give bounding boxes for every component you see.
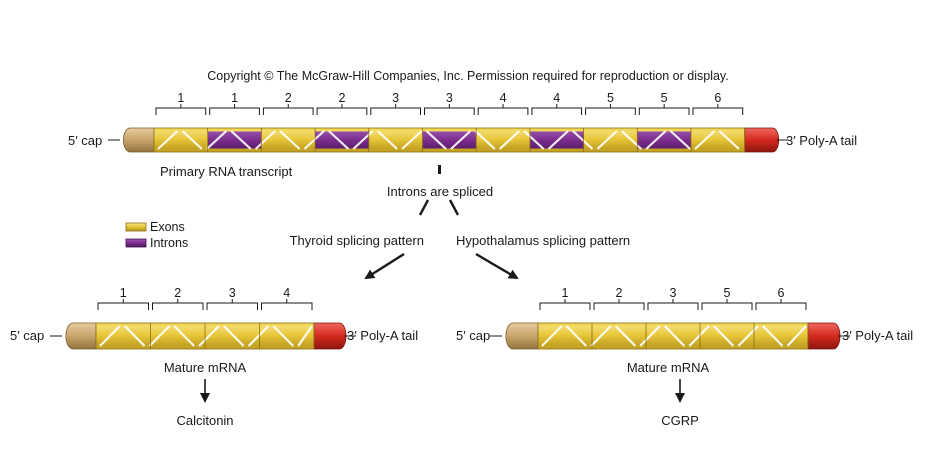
- primary-bracket: [316, 107, 368, 115]
- primary-bracket: [424, 107, 475, 115]
- legend-exon-swatch: [125, 222, 147, 232]
- hypothalamus-exon-3: [646, 323, 700, 349]
- thyroid-pattern-label: Thyroid splicing pattern: [290, 233, 424, 248]
- primary-bracket: [638, 107, 690, 115]
- thyroid-segment-number: 2: [174, 286, 181, 300]
- primary-intron-3: [422, 128, 477, 152]
- hypothalamus-bottom-rim: [538, 345, 808, 349]
- primary-rna-transcript: 1 1 2 2 3 3 4 4 5 5 6: [108, 91, 789, 153]
- hypothalamus-bracket: [647, 302, 699, 310]
- primary-segment-number: 2: [285, 91, 292, 105]
- hypothalamus-arrow: [475, 252, 519, 280]
- primary-bracket: [692, 107, 744, 115]
- hypothalamus-pattern-label: Hypothalamus splicing pattern: [456, 233, 630, 248]
- primary-bracket: [262, 107, 314, 115]
- primary-segment-number: 4: [500, 91, 507, 105]
- primary-segment-number: 5: [661, 91, 668, 105]
- hypothalamus-segment-number: 5: [724, 286, 731, 300]
- hypothalamus-bracket: [593, 302, 645, 310]
- thyroid-bracket: [206, 302, 258, 310]
- poly-a-label-thyroid: 3′ Poly-A tail: [347, 328, 418, 343]
- splice-marker: [438, 165, 441, 174]
- hypothalamus-bracket: [701, 302, 753, 310]
- legend: Exons Introns: [125, 220, 188, 250]
- poly-a-label-hypothalamus: 3′ Poly-A tail: [842, 328, 913, 343]
- primary-bracket: [209, 107, 260, 115]
- primary-poly-a-tail: [744, 127, 780, 153]
- split-line-right: [448, 199, 460, 216]
- primary-exon-6: [691, 128, 745, 152]
- thyroid-poly-a-tail: [313, 322, 347, 350]
- legend-intron-swatch: [125, 238, 147, 248]
- legend-exons-label: Exons: [150, 220, 185, 234]
- thyroid-mature-mrna: 1 2 3 4: [50, 286, 356, 350]
- hypothalamus-top-rim: [538, 323, 808, 327]
- primary-bottom-rim: [154, 148, 745, 152]
- thyroid-bracket: [97, 302, 149, 310]
- primary-transcript-label: Primary RNA transcript: [160, 164, 293, 179]
- hypothalamus-helix: [541, 325, 807, 347]
- primary-top-rim: [154, 128, 745, 132]
- cgrp-label: CGRP: [661, 413, 699, 428]
- primary-segment-number: 6: [714, 91, 721, 105]
- thyroid-exon-1: [96, 323, 151, 349]
- thyroid-five-prime-cap: [65, 322, 97, 350]
- primary-exon-1: [154, 128, 208, 152]
- split-line-left: [418, 199, 430, 216]
- primary-bracket: [477, 107, 529, 115]
- splice-label: Introns are spliced: [387, 184, 493, 199]
- five-cap-label-primary: 5′ cap: [68, 133, 102, 148]
- five-cap-label-hypothalamus: 5′ cap: [456, 328, 490, 343]
- hypothalamus-segment-number: 6: [778, 286, 785, 300]
- hypothalamus-poly-a-tail: [807, 322, 841, 350]
- copyright-notice: Copyright © The McGraw-Hill Companies, I…: [207, 69, 728, 83]
- thyroid-segment-number: 3: [229, 286, 236, 300]
- primary-five-prime-cap: [123, 127, 155, 153]
- thyroid-segment-number: 4: [283, 286, 290, 300]
- thyroid-outline: [95, 322, 315, 350]
- primary-outline: [153, 127, 746, 153]
- primary-segment-number: 2: [338, 91, 345, 105]
- poly-a-label-primary: 3′ Poly-A tail: [786, 133, 857, 148]
- thyroid-mrna-label: Mature mRNA: [164, 360, 247, 375]
- primary-bracket: [155, 107, 207, 115]
- hypothalamus-mrna-label: Mature mRNA: [627, 360, 710, 375]
- primary-helix: [157, 130, 740, 150]
- primary-bracket: [531, 107, 583, 115]
- primary-bracket: [370, 107, 421, 115]
- hypothalamus-exon-1: [538, 323, 592, 349]
- hypothalamus-bracket: [755, 302, 807, 310]
- primary-segment-number: 3: [446, 91, 453, 105]
- primary-segment-number: 1: [177, 91, 184, 105]
- primary-segment-number: 3: [392, 91, 399, 105]
- hypothalamus-mature-mrna: 1 2 3 5 6: [490, 286, 850, 350]
- thyroid-arrow: [364, 252, 405, 280]
- calcitonin-label: Calcitonin: [176, 413, 233, 428]
- legend-introns-label: Introns: [150, 236, 188, 250]
- five-cap-label-thyroid: 5′ cap: [10, 328, 44, 343]
- hypothalamus-five-prime-cap: [505, 322, 539, 350]
- hypothalamus-segment-number: 3: [670, 286, 677, 300]
- primary-segment-number: 5: [607, 91, 614, 105]
- thyroid-bracket: [261, 302, 313, 310]
- thyroid-helix: [99, 325, 313, 347]
- primary-bracket: [585, 107, 636, 115]
- hypothalamus-segment-number: 1: [562, 286, 569, 300]
- primary-segment-number: 1: [231, 91, 238, 105]
- primary-segment-number: 4: [553, 91, 560, 105]
- hypothalamus-bracket: [539, 302, 591, 310]
- thyroid-bracket: [152, 302, 204, 310]
- thyroid-segment-number: 1: [120, 286, 127, 300]
- hypothalamus-segment-number: 2: [616, 286, 623, 300]
- hypothalamus-outline: [537, 322, 809, 350]
